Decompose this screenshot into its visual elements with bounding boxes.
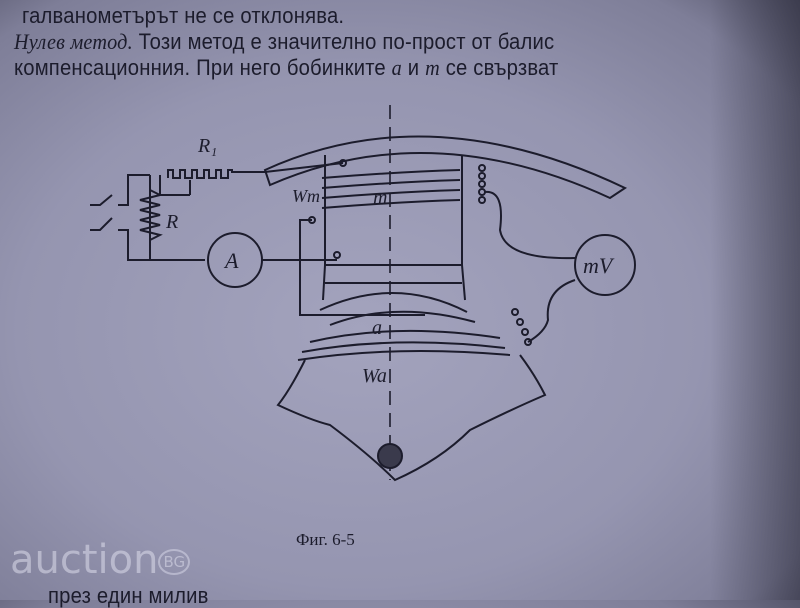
- pole-core: [322, 155, 466, 301]
- shaft: [377, 443, 403, 469]
- text-span: компенсационния. При него бобинките: [14, 55, 392, 80]
- label-wm: Wm: [292, 186, 320, 206]
- label-m: m: [373, 187, 387, 209]
- coil-a-terminals: [511, 308, 532, 346]
- label-a-meter: A: [223, 248, 239, 273]
- symbol-m: m: [425, 55, 440, 80]
- pole-shoe: [319, 292, 468, 313]
- yoke: [263, 135, 628, 200]
- text-line: галванометърът не се отклонява.: [22, 3, 345, 28]
- label-a: a: [372, 317, 382, 339]
- coil-a: [297, 310, 511, 361]
- symbol-a: a: [391, 55, 402, 80]
- text-line: Нулев метод. Този метод е значително по-…: [14, 30, 554, 54]
- watermark-text: auction: [10, 537, 159, 583]
- text-span: Този метод е значително по-прост от бали…: [132, 29, 555, 54]
- label-r: R: [165, 211, 178, 233]
- millivoltmeter: [574, 234, 636, 296]
- switch-wiring: [90, 174, 205, 261]
- text-span: се свързват: [439, 55, 559, 80]
- rheostat-r1: [159, 162, 344, 196]
- rotor: [276, 354, 547, 482]
- watermark-suffix: BG: [158, 549, 191, 575]
- page-edge-shadow: [710, 0, 800, 600]
- resistor-r: [139, 189, 163, 241]
- text-line: компенсационния. При него бобинките a и …: [14, 56, 559, 80]
- mv-wiring: [484, 190, 576, 343]
- section-heading: Нулев метод.: [14, 29, 133, 54]
- text-span: и: [401, 55, 426, 80]
- figure-caption: Фиг. 6-5: [296, 530, 355, 549]
- label-mv: mV: [583, 253, 615, 278]
- wiring: [262, 219, 425, 316]
- label-r1: R₁: [197, 135, 217, 157]
- coil-m: [308, 159, 486, 259]
- label-wa: Wa: [362, 365, 387, 387]
